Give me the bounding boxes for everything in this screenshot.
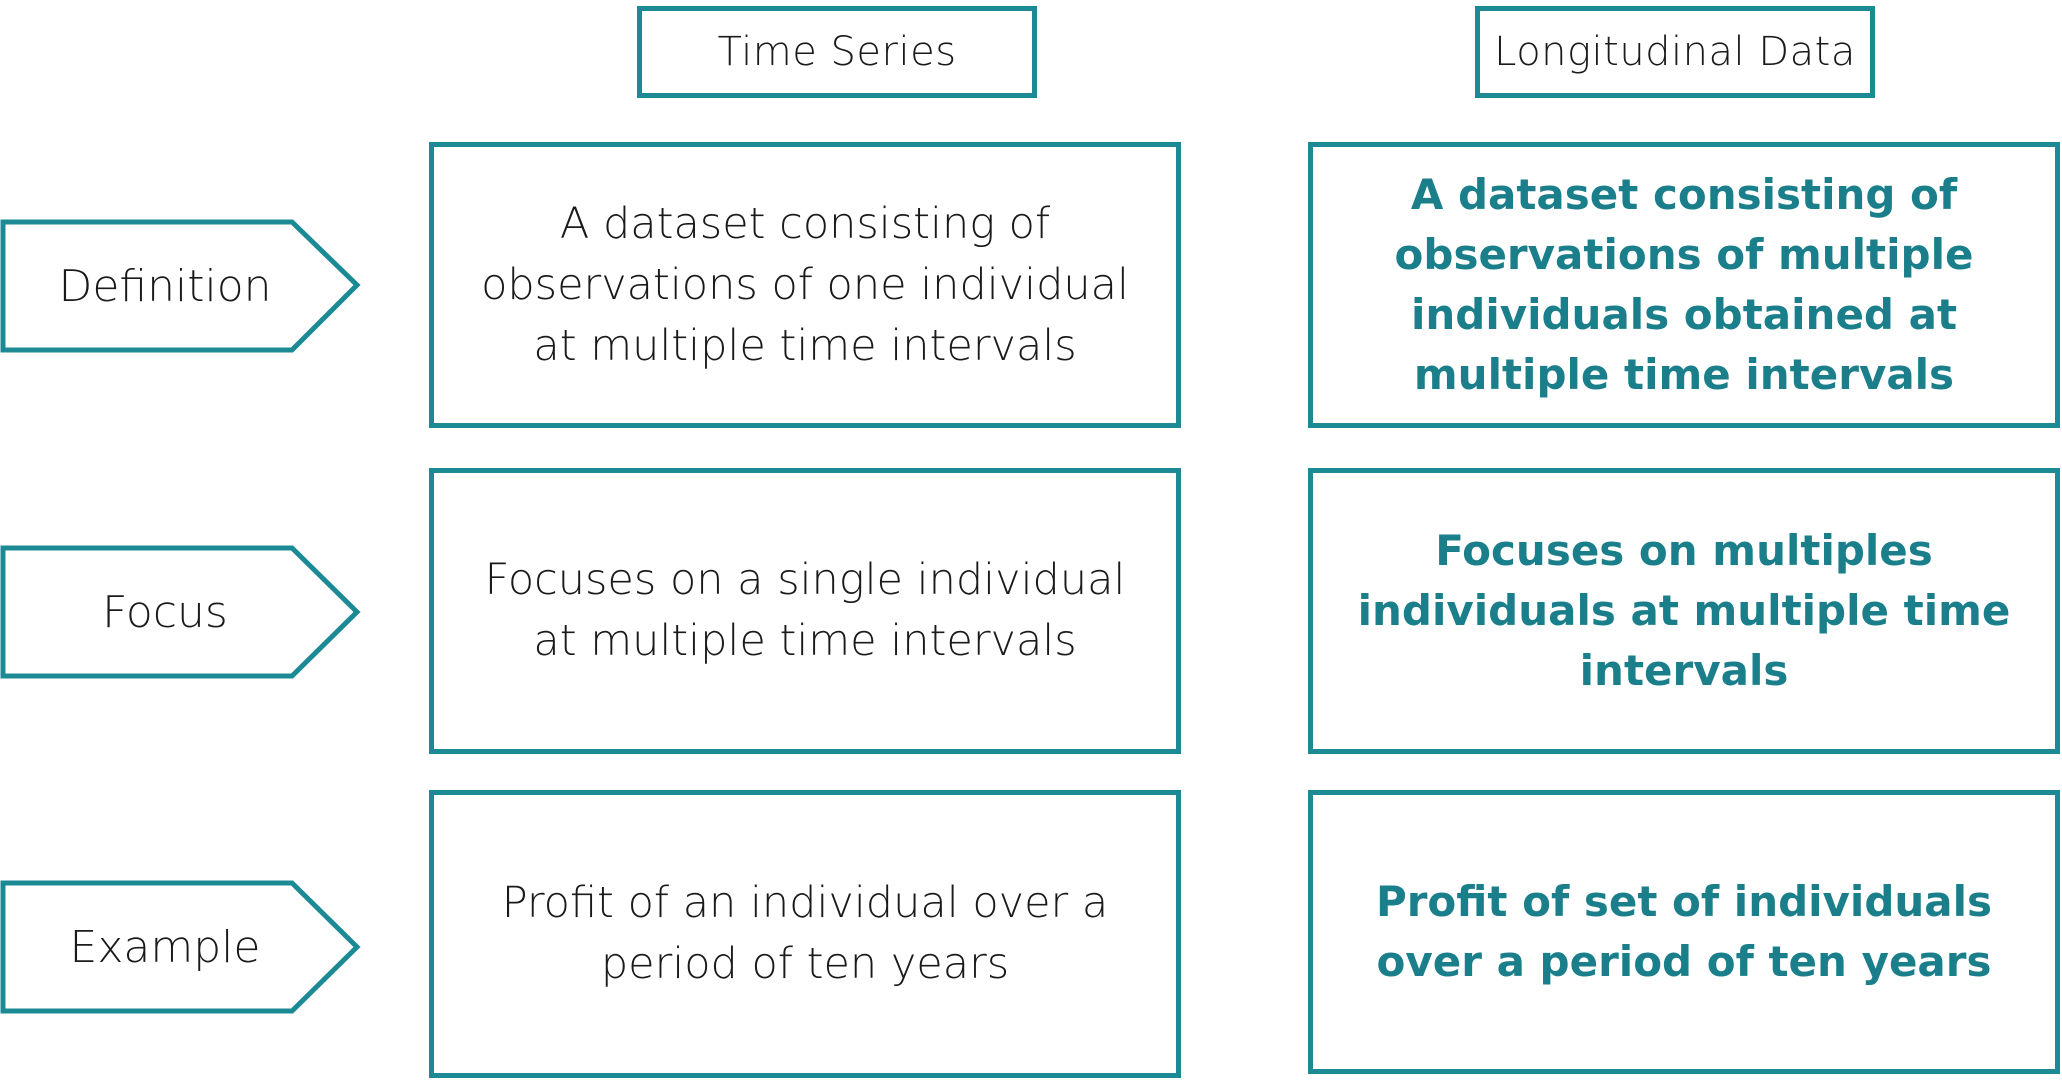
example-arrow-shape [0,880,361,1014]
time-series-definition-cell: A dataset consisting of observations of … [429,142,1181,428]
time-series-focus-cell: Focuses on a single individual at multip… [429,468,1181,754]
column-header-longitudinal-data-text: Longitudinal Data [1494,29,1856,75]
row-label-definition: Definition [6,226,324,346]
column-header-longitudinal-data: Longitudinal Data [1475,6,1875,98]
column-header-time-series: Time Series [637,6,1037,98]
row-label-example-text: Example [69,921,261,973]
time-series-example-cell: Profit of an individual over a period of… [429,790,1181,1078]
row-label-definition-text: Definition [58,260,272,312]
longitudinal-definition-cell: A dataset consisting of observations of … [1308,142,2060,428]
longitudinal-focus-cell: Focuses on multiples individuals at mult… [1308,468,2060,754]
time-series-example-text: Profit of an individual over a period of… [501,878,1109,989]
column-header-time-series-text: Time Series [717,29,957,75]
longitudinal-definition-text: A dataset consisting of observations of … [1394,170,1974,399]
row-label-focus-text: Focus [102,586,228,638]
longitudinal-example-text: Profit of set of individuals over a peri… [1375,877,1993,986]
longitudinal-example-cell: Profit of set of individuals over a peri… [1308,790,2060,1074]
focus-arrow-shape [0,545,361,679]
longitudinal-focus-text: Focuses on multiples individuals at mult… [1357,526,2011,695]
time-series-definition-text: A dataset consisting of observations of … [481,198,1129,371]
row-label-example: Example [6,887,324,1007]
row-label-focus: Focus [6,552,324,672]
time-series-focus-text: Focuses on a single individual at multip… [484,555,1126,666]
definition-arrow-shape [0,219,361,353]
